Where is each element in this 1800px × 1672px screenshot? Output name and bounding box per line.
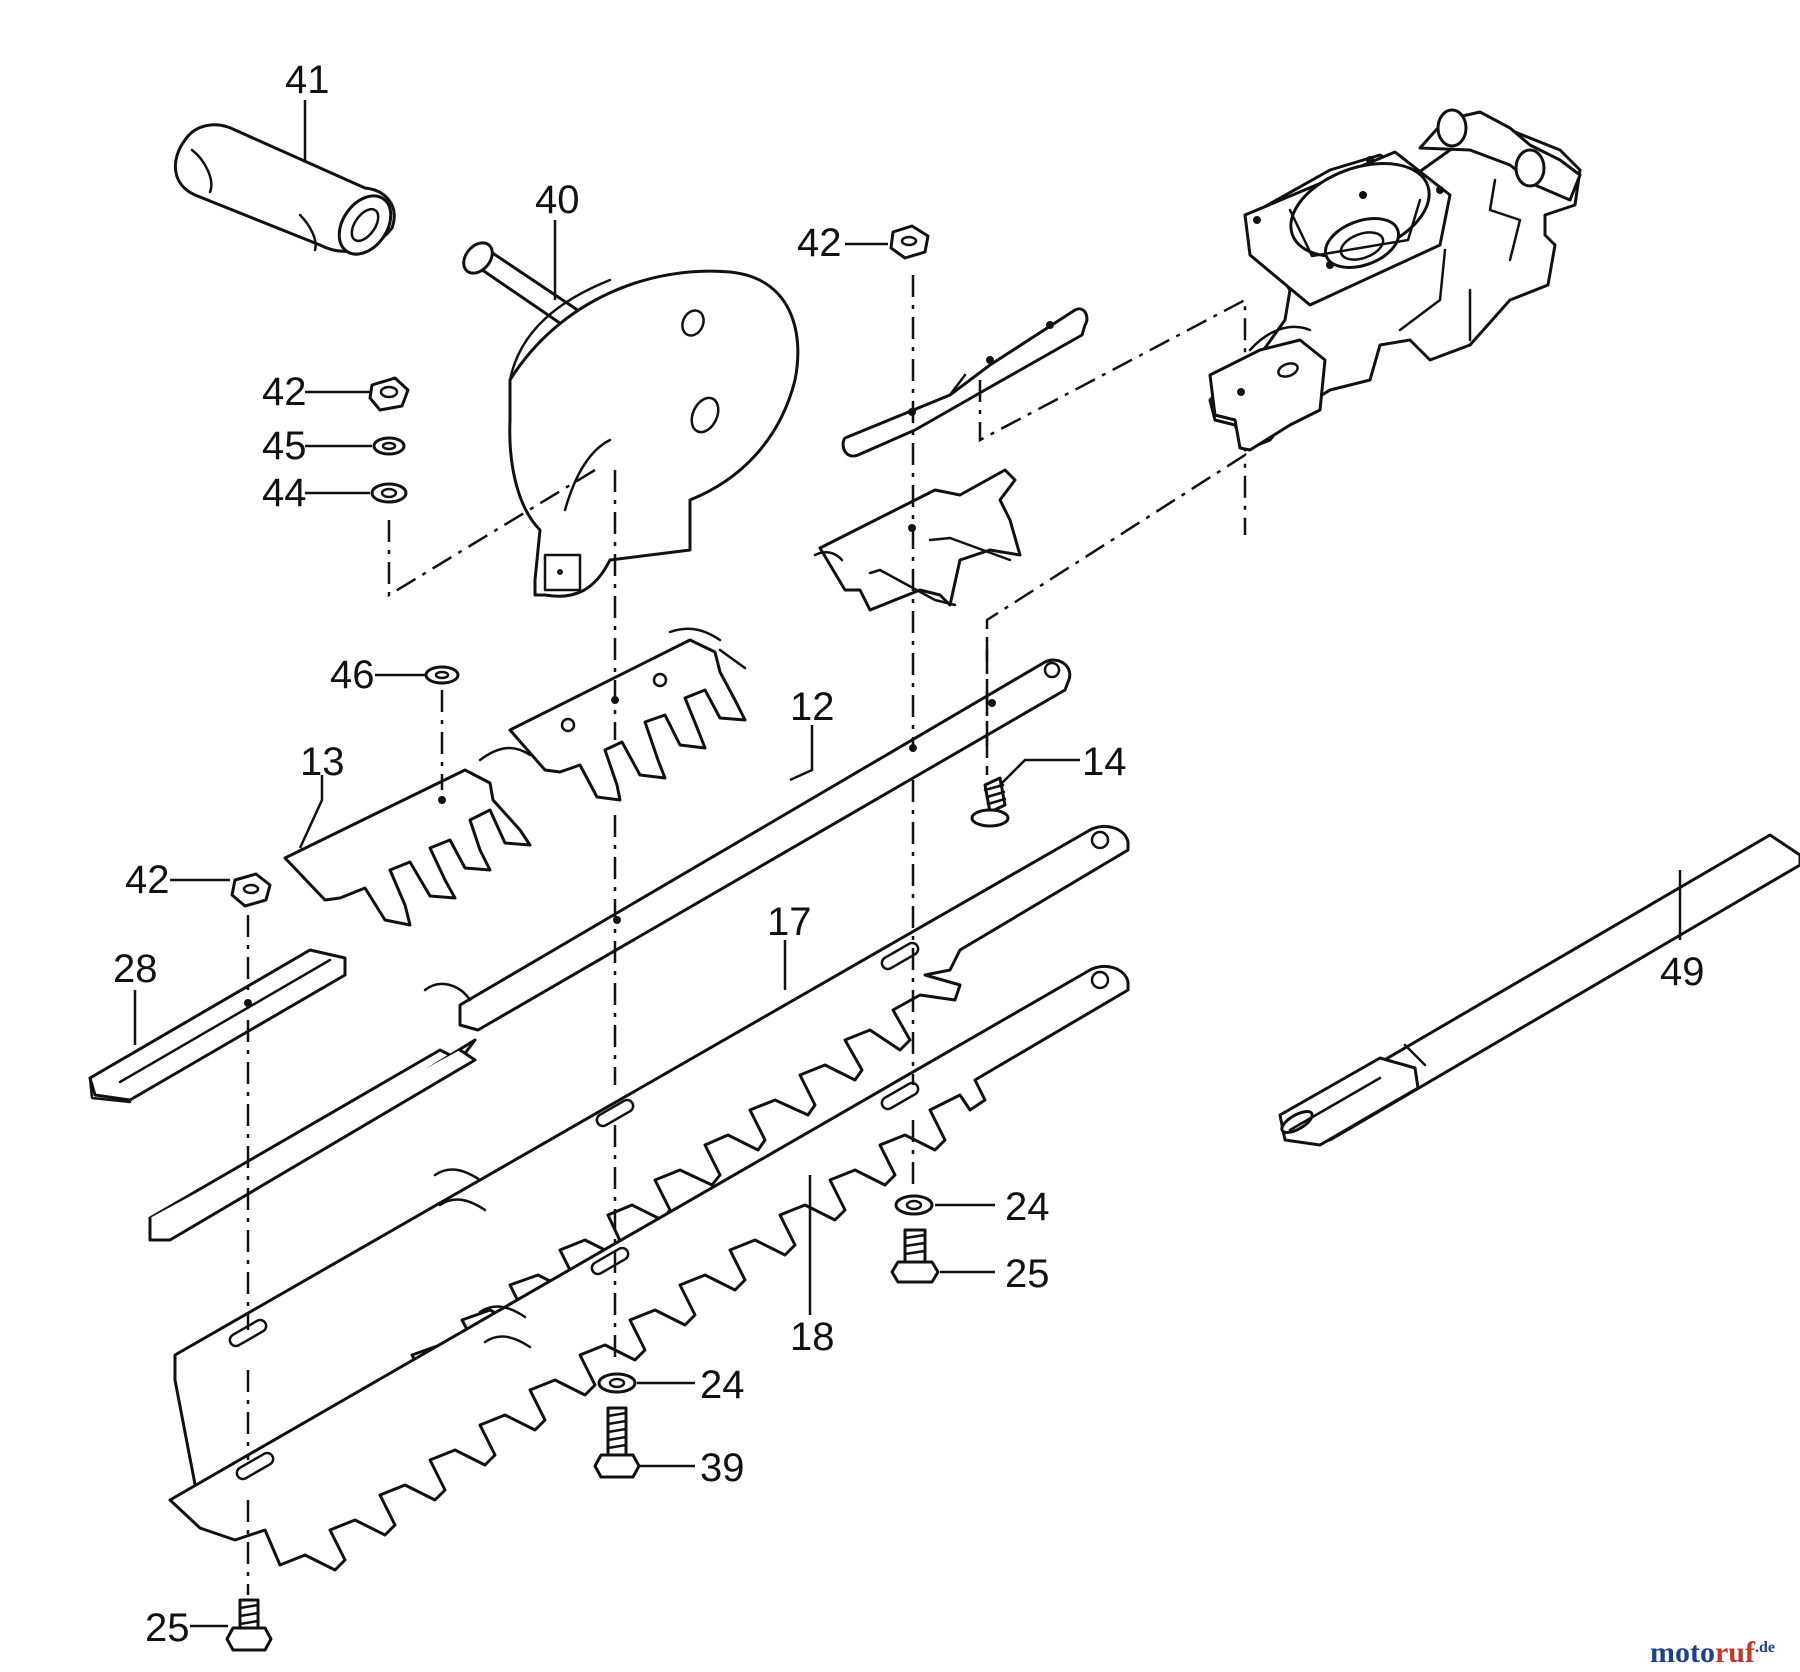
callout-12: 12	[790, 685, 835, 729]
callout-46: 46	[330, 653, 375, 697]
callout-24-right: 24	[1005, 1185, 1050, 1229]
part-45-lock-washer	[372, 436, 406, 456]
assembly-lines	[246, 275, 1247, 1595]
callout-49: 49	[1660, 950, 1705, 994]
callout-18: 18	[790, 1315, 835, 1359]
callout-14: 14	[1082, 740, 1127, 784]
gearbox-housing	[1208, 108, 1582, 452]
callout-labels: 41 40 42 42 45 44 46 13 12 14 42 28 17 4…	[113, 58, 1705, 1650]
part-25-bolt-right	[890, 1228, 940, 1284]
part-39-bolt-center	[593, 1406, 641, 1479]
watermark-part1: moto	[1650, 1636, 1715, 1669]
upper-blade-guide	[813, 468, 1022, 612]
part-25-bolt-bottom-left	[225, 1598, 273, 1652]
callout-40: 40	[535, 178, 580, 222]
part-42-nut-top-center	[889, 224, 930, 260]
callout-42-upper-left: 42	[262, 370, 307, 414]
part-44-washer	[370, 482, 408, 504]
callout-45: 45	[262, 424, 307, 468]
part-12-flat-bar	[148, 658, 1072, 1242]
callout-28: 28	[113, 947, 158, 991]
upper-connecting-plate	[841, 307, 1089, 458]
callout-44: 44	[262, 471, 307, 515]
callout-39: 39	[700, 1446, 745, 1490]
callout-25-bottom-left: 25	[145, 1606, 190, 1650]
callout-42-top: 42	[797, 221, 842, 265]
callout-13: 13	[300, 740, 345, 784]
part-13-blade-section	[283, 627, 747, 927]
part-49-blade-sheath	[1278, 833, 1800, 1147]
watermark-suffix: .de	[1755, 1639, 1775, 1656]
callout-41: 41	[285, 58, 330, 102]
part-18-lower-blade	[168, 965, 1130, 1572]
callout-42-left: 42	[125, 858, 170, 902]
part-28-retainer-bracket	[88, 948, 347, 1104]
callout-17: 17	[767, 900, 812, 944]
part-41-grip-handle	[173, 123, 396, 256]
part-42-nut-left	[230, 872, 272, 908]
callout-24-center: 24	[700, 1363, 745, 1407]
part-24-washer-center	[597, 1372, 637, 1394]
part-46-washer	[424, 665, 460, 685]
part-42-nut-upper-left	[368, 376, 410, 412]
part-14-screw	[970, 776, 1010, 828]
svg-text:motoruf.de: motoruf.de	[1650, 1636, 1775, 1669]
watermark-logo: motoruf.de	[1650, 1636, 1775, 1669]
part-40-side-handle-guard	[462, 241, 800, 598]
part-24-washer-right	[894, 1194, 934, 1216]
watermark-part2: ruf	[1715, 1636, 1756, 1669]
callout-25-right: 25	[1005, 1252, 1050, 1296]
leader-lines	[133, 100, 1682, 1628]
